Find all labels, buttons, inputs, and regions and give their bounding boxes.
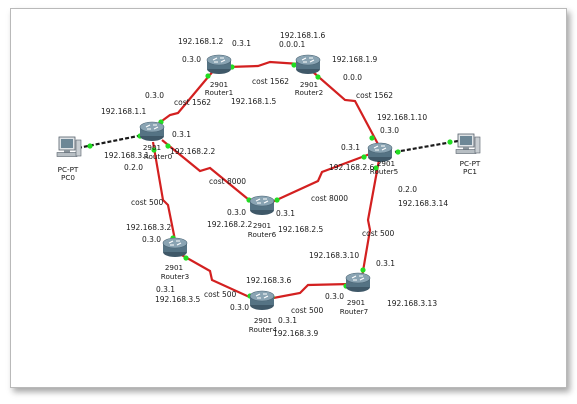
router3-icon xyxy=(162,237,188,258)
r3-ip-bottom-label: 192.168.3.5 xyxy=(155,295,201,304)
r6-net-left-label: 0.3.0 xyxy=(227,208,246,217)
pc1-icon xyxy=(455,133,481,154)
link-router2-router5[interactable] xyxy=(312,71,380,147)
cost-r2-r5-label: cost 1562 xyxy=(356,91,393,100)
link-router0-router6[interactable] xyxy=(161,139,255,205)
r7-ip-top-label: 192.168.3.10 xyxy=(309,251,359,260)
link-router1-router2[interactable] xyxy=(227,60,301,69)
r3-ip-top-label: 192.168.3.2 xyxy=(126,223,172,232)
link-pc0-router0[interactable] xyxy=(77,133,144,150)
router1-name-label: Router1 xyxy=(205,88,233,97)
cost-r1-r2-label: cost 1562 xyxy=(252,77,289,86)
router5[interactable]: 2901 Router5 xyxy=(367,142,398,176)
r4-ip-top-label: 192.168.3.6 xyxy=(246,276,292,285)
r3-net-bottom-label: 0.3.1 xyxy=(156,285,175,294)
router3-model-label: 2901 xyxy=(165,263,183,272)
pc0-name-label: PC0 xyxy=(61,173,75,182)
router6-model-label: 2901 xyxy=(253,221,271,230)
router4[interactable]: 2901 Router4 xyxy=(249,290,278,334)
pc0-icon xyxy=(56,136,82,157)
r1-net-right-label: 0.3.1 xyxy=(232,39,251,48)
r6-ip-left-label: 192.168.2.2 xyxy=(207,220,253,229)
cost-r0-r6-label: cost 8000 xyxy=(209,177,246,186)
pc0[interactable]: PC-PT PC0 xyxy=(56,136,82,182)
link-router3-router4[interactable] xyxy=(179,253,257,302)
router1[interactable]: 2901 Router1 xyxy=(205,54,233,97)
r5-net-bottom-label: 0.2.0 xyxy=(398,185,417,194)
r4-ip-bottom-label: 192.168.3.9 xyxy=(273,329,319,338)
r1-net-left-label: 0.3.0 xyxy=(182,55,201,64)
r7-ip-right-label: 192.168.3.13 xyxy=(387,299,437,308)
router2[interactable]: 2901 Router2 xyxy=(295,54,323,97)
router4-name-label: Router4 xyxy=(249,325,278,334)
cost-r5-r7-label: cost 500 xyxy=(362,229,394,238)
router1-model-label: 2901 xyxy=(210,80,228,89)
diagram-frame xyxy=(10,8,567,388)
router7[interactable]: 2901 Router7 xyxy=(340,272,371,316)
router0-name-label: Router0 xyxy=(144,152,173,161)
r5-ip-top-label: 192.168.1.10 xyxy=(377,113,427,122)
router6-icon xyxy=(249,195,275,216)
r2-net-right-label: 0.0.0 xyxy=(343,73,362,82)
pc1-name-label: PC1 xyxy=(463,167,477,176)
cost-r3-r4-label: cost 500 xyxy=(204,290,236,299)
pc1-model-label: PC-PT xyxy=(460,159,481,168)
router5-model-label: 2901 xyxy=(377,159,395,168)
router0[interactable]: 2901 Router0 xyxy=(139,121,173,161)
link-router4-router7[interactable] xyxy=(267,282,351,301)
router6[interactable]: 2901 Router6 xyxy=(248,195,277,239)
cost-r6-r5-label: cost 8000 xyxy=(311,194,348,203)
r7-net-top-label: 0.3.1 xyxy=(376,259,395,268)
router0-model-label: 2901 xyxy=(143,143,161,152)
r4-net-right-label: 0.3.1 xyxy=(278,316,297,325)
cost-r4-r7-label: cost 500 xyxy=(291,306,323,315)
router6-name-label: Router6 xyxy=(248,230,277,239)
r0-net-right-label: 0.3.1 xyxy=(172,130,191,139)
r0-net-bottom-label: 0.2.0 xyxy=(124,163,143,172)
cost-r0-r3-label: cost 500 xyxy=(131,198,163,207)
r0-ip-right-label: 192.168.2.2 xyxy=(170,147,216,156)
link-router6-router5[interactable] xyxy=(269,152,371,204)
r2-net-top-label: 0.0.0.1 xyxy=(279,40,305,49)
r3-net-top-label: 0.3.0 xyxy=(142,235,161,244)
r0-net-top-label: 0.3.0 xyxy=(145,91,164,100)
router7-name-label: Router7 xyxy=(340,307,368,316)
r4-net-left-label: 0.3.0 xyxy=(230,303,249,312)
pc0-ip-label: 192.168.1.1 xyxy=(101,107,147,116)
router3[interactable]: 2901 Router3 xyxy=(161,237,189,281)
r6-net-right-label: 0.3.1 xyxy=(276,209,295,218)
r5-net-top-label: 0.3.0 xyxy=(380,126,399,135)
router2-icon xyxy=(295,54,321,75)
router4-model-label: 2901 xyxy=(254,316,272,325)
r2-ip-top-label: 192.168.1.6 xyxy=(280,31,326,40)
pc0-model-label: PC-PT xyxy=(58,165,79,174)
router2-model-label: 2901 xyxy=(300,80,318,89)
r6-ip-right-label: 192.168.2.5 xyxy=(278,225,324,234)
r1-ip-left-label: 192.168.1.2 xyxy=(178,37,224,46)
r5-net-left-label: 0.3.1 xyxy=(341,143,360,152)
router7-icon xyxy=(345,272,371,293)
router5-name-label: Router5 xyxy=(370,167,398,176)
router4-icon xyxy=(249,290,275,311)
link-router5-pc1[interactable] xyxy=(394,139,459,154)
router3-name-label: Router3 xyxy=(161,272,189,281)
router7-model-label: 2901 xyxy=(347,298,365,307)
r5-ip-left-label: 192.168.2.6 xyxy=(329,163,375,172)
router1-icon xyxy=(206,54,232,75)
link-router5-router7[interactable] xyxy=(360,159,381,278)
pc1[interactable]: PC-PT PC1 xyxy=(455,133,481,176)
r1-ip-bottom-label: 192.168.1.5 xyxy=(231,97,277,106)
r7-net-left-label: 0.3.0 xyxy=(325,292,344,301)
r2-ip-right-label: 192.168.1.9 xyxy=(332,55,378,64)
router2-name-label: Router2 xyxy=(295,88,323,97)
r5-ip-bottom-label: 192.168.3.14 xyxy=(398,199,448,208)
router0-icon xyxy=(139,121,165,142)
r0-ip-left-label: 192.168.3.1 xyxy=(104,151,150,160)
link-router0-router3[interactable] xyxy=(151,141,178,246)
cost-r0-r1-label: cost 1562 xyxy=(174,98,211,107)
